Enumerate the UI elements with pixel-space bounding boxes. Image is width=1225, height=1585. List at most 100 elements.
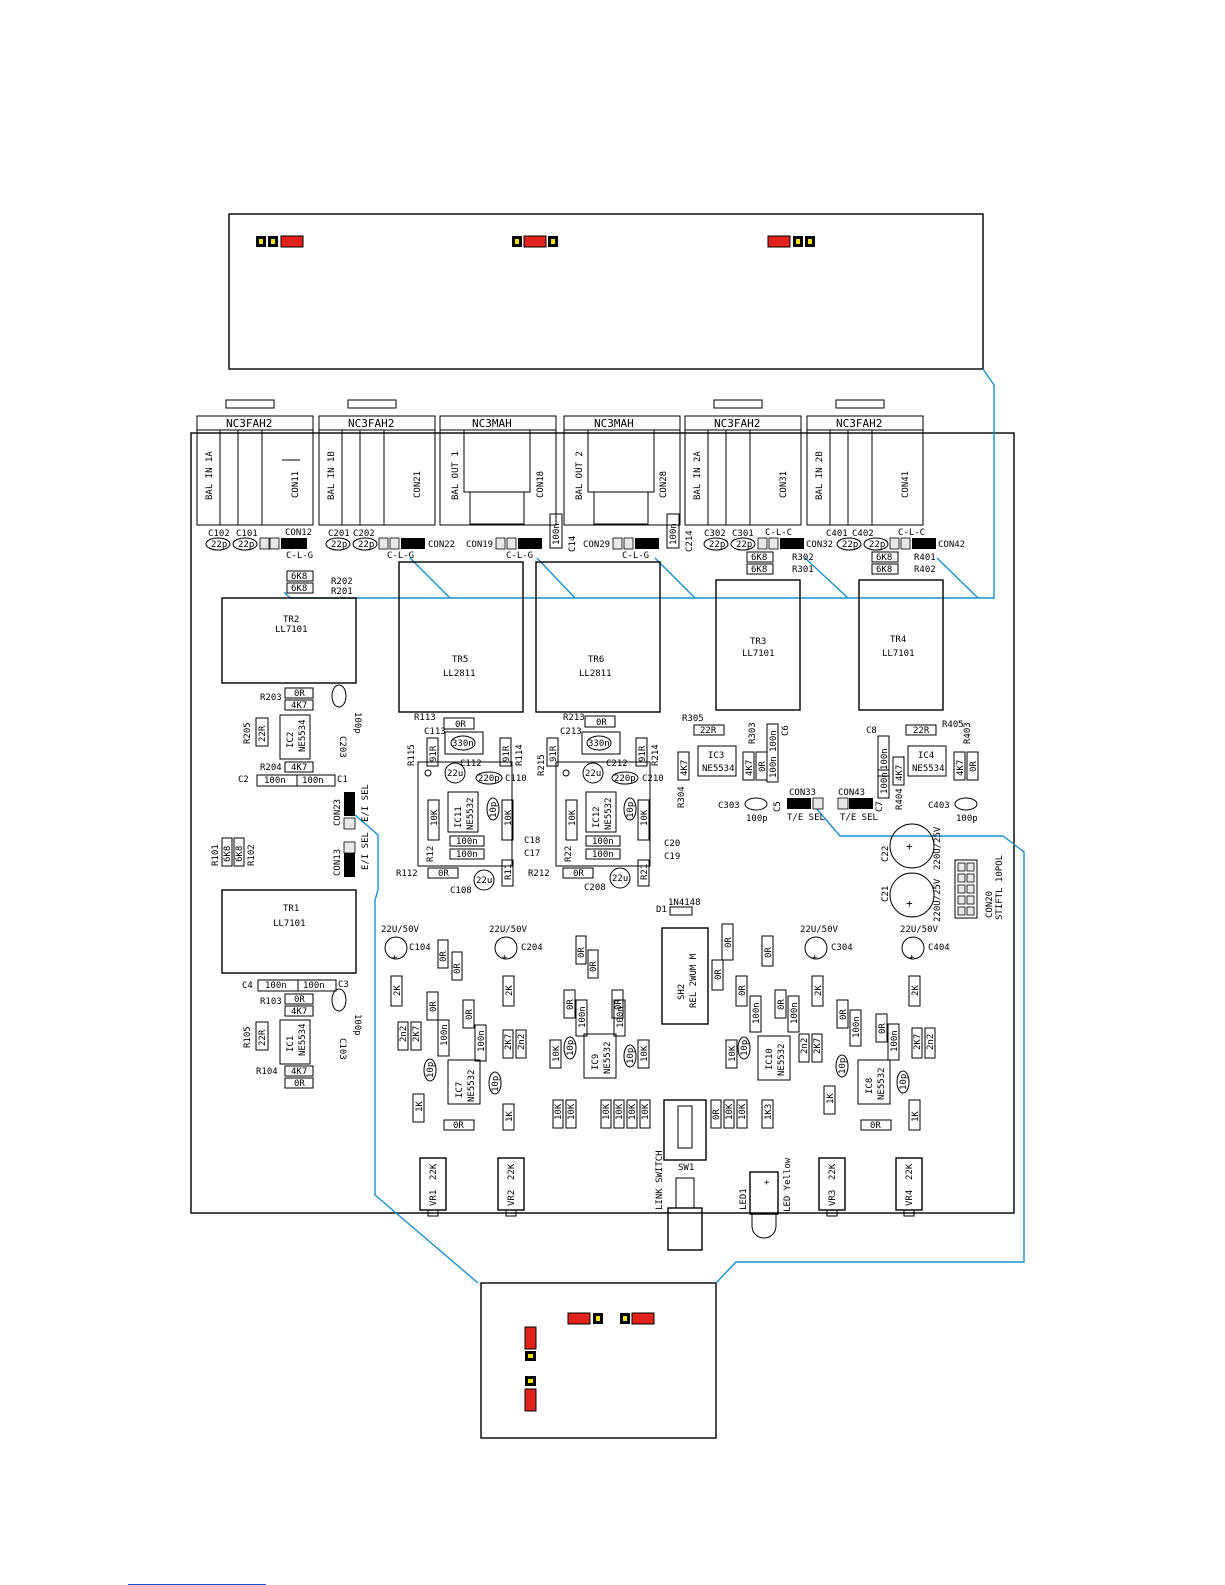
svg-text:2K: 2K (505, 985, 515, 996)
svg-text:C301: C301 (732, 529, 754, 539)
svg-text:C3: C3 (338, 980, 349, 990)
svg-text:2K: 2K (911, 985, 921, 996)
svg-text:R405: R405 (942, 720, 964, 730)
svg-text:22K: 22K (429, 1163, 439, 1180)
svg-text:IC12: IC12 (592, 806, 602, 828)
svg-text:6K8: 6K8 (223, 846, 233, 862)
svg-text:0R: 0R (453, 963, 463, 974)
svg-text:100p: 100p (352, 712, 362, 734)
svg-text:0R: 0R (870, 1121, 881, 1131)
svg-text:C1: C1 (337, 775, 348, 785)
svg-text:2n2: 2n2 (926, 1034, 936, 1050)
svg-text:R101: R101 (211, 844, 221, 866)
svg-text:BAL IN 1B: BAL IN 1B (327, 451, 337, 500)
svg-text:0R: 0R (294, 689, 305, 699)
svg-text:6K8: 6K8 (876, 553, 892, 563)
svg-text:22p: 22p (842, 540, 858, 550)
svg-text:22U/50V: 22U/50V (800, 925, 839, 935)
svg-text:LL2811: LL2811 (579, 669, 612, 679)
svg-text:1K: 1K (826, 1093, 836, 1104)
svg-text:22R: 22R (258, 1029, 268, 1046)
svg-text:LL7101: LL7101 (742, 649, 775, 659)
svg-text:R214: R214 (651, 744, 661, 766)
svg-text:NC3MAH: NC3MAH (594, 417, 634, 430)
svg-text:100n: 100n (578, 1006, 588, 1028)
svg-text:100n: 100n (880, 772, 890, 794)
svg-text:NE5534: NE5534 (702, 764, 735, 774)
svg-text:2K: 2K (814, 985, 824, 996)
ic10-block: 0R 0R 0R 0R 100n 0R 100n 10K 10p IC10 NE… (710, 923, 823, 1129)
svg-text:100n: 100n (302, 776, 324, 786)
svg-text:R21: R21 (640, 864, 650, 880)
transformer-tr3: TR3 LL7101 (715, 579, 801, 711)
svg-text:SW1: SW1 (678, 1163, 694, 1173)
svg-text:100p: 100p (956, 814, 978, 824)
svg-text:22K: 22K (507, 1163, 517, 1180)
svg-text:CON20: CON20 (985, 891, 995, 918)
svg-text:R12: R12 (426, 846, 436, 862)
svg-text:C108: C108 (450, 886, 472, 896)
svg-text:C-L-C: C-L-C (898, 528, 925, 538)
svg-text:CON32: CON32 (806, 540, 833, 550)
svg-text:C113: C113 (424, 727, 446, 737)
svg-text:22K: 22K (905, 1163, 915, 1180)
svg-text:0R: 0R (839, 1009, 849, 1020)
svg-text:0R: 0R (969, 761, 979, 772)
svg-text:T/E SEL: T/E SEL (787, 813, 825, 823)
svg-text:10p: 10p (426, 1062, 436, 1078)
xlr-connector-6: NC3FAH2 BAL IN 2B CON41 (806, 399, 924, 526)
svg-text:R305: R305 (682, 714, 704, 724)
svg-text:22U/50V: 22U/50V (900, 925, 939, 935)
svg-text:10p: 10p (740, 1040, 750, 1056)
svg-text:10K: 10K (738, 1103, 748, 1120)
te-select-headers: CON33 T/E SEL CON43 T/E SEL (787, 788, 878, 823)
svg-text:2K: 2K (393, 985, 403, 996)
svg-text:0R: 0R (758, 761, 768, 772)
svg-text:+: + (906, 840, 913, 853)
svg-text:6K8: 6K8 (876, 565, 892, 575)
svg-text:91R: 91R (429, 745, 439, 762)
svg-text:R203: R203 (260, 693, 282, 703)
svg-text:C302: C302 (704, 529, 726, 539)
svg-text:22p: 22p (238, 540, 254, 550)
svg-text:C102: C102 (208, 529, 230, 539)
svg-text:10K: 10K (568, 809, 578, 826)
svg-text:22p: 22p (709, 540, 725, 550)
svg-text:R213: R213 (563, 713, 585, 723)
r101-r102: 6K8 6K8 R101 R102 (211, 837, 257, 867)
svg-text:22R: 22R (700, 726, 717, 736)
svg-text:100n: 100n (769, 756, 779, 778)
xlr-connector-3: NC3MAH BAL OUT 1 CON18 (439, 415, 557, 526)
svg-text:C8: C8 (866, 726, 877, 736)
relay-sh2: D1 1N4148 SH2 REL 2WUM M (656, 898, 709, 1025)
svg-text:CON31: CON31 (779, 471, 789, 498)
svg-text:4K7: 4K7 (956, 760, 966, 776)
svg-text:C104: C104 (409, 943, 431, 953)
svg-text:100n: 100n (303, 981, 325, 991)
ic4-block: C8 100n 100n C7 22R R405 4K7 R404 IC4 NE… (866, 720, 979, 824)
svg-text:IC4: IC4 (918, 751, 934, 761)
svg-text:10K: 10K (554, 1103, 564, 1120)
svg-text:R212: R212 (528, 869, 550, 879)
svg-text:C2: C2 (238, 775, 249, 785)
svg-text:LINK SWITCH: LINK SWITCH (655, 1150, 665, 1210)
svg-text:NE5532: NE5532 (467, 1069, 477, 1102)
svg-text:10K: 10K (602, 1103, 612, 1120)
svg-text:E/I SEL: E/I SEL (361, 784, 371, 822)
svg-text:CON21: CON21 (413, 471, 423, 498)
svg-text:4K7: 4K7 (291, 763, 307, 773)
svg-text:10K: 10K (628, 1103, 638, 1120)
xlr-connector-4: NC3MAH BAL OUT 2 CON28 (563, 415, 681, 526)
transformer-tr4: TR4 LL7101 (858, 579, 944, 711)
svg-text:R112: R112 (396, 869, 418, 879)
svg-text:2K7: 2K7 (412, 1026, 422, 1042)
svg-text:R11: R11 (504, 864, 514, 880)
svg-text:+: + (909, 953, 915, 963)
input-resistors: 6K8 6K8 R202 R201 6K8 6K8 R302 R301 6K8 … (286, 551, 936, 597)
svg-text:CON23: CON23 (333, 799, 343, 826)
svg-text:C404: C404 (928, 943, 950, 953)
pot-vr1: 22K VR1 (419, 1157, 447, 1217)
svg-text:220p: 220p (614, 774, 636, 784)
svg-text:22p: 22p (211, 540, 227, 550)
svg-text:2K7: 2K7 (813, 1038, 823, 1054)
